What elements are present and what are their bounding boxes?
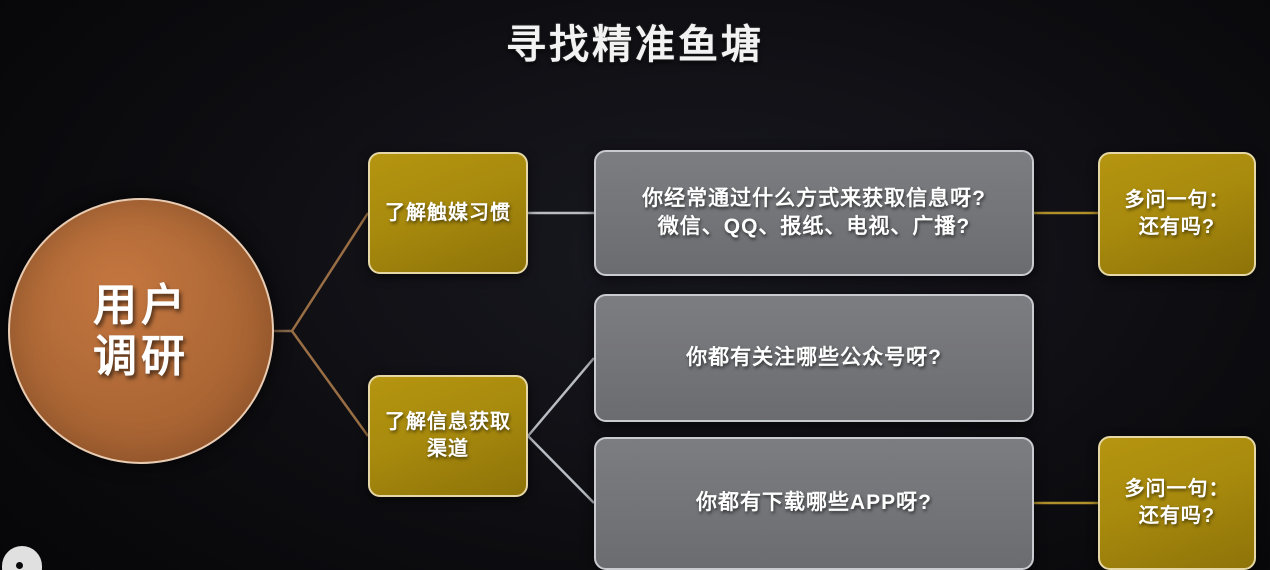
connector-circle-to-info-channel xyxy=(290,330,370,437)
question-node-apps-line1: 你都有下载哪些APP呀? xyxy=(695,491,932,515)
branch-node-media-habit[interactable]: 了解触媒习惯 xyxy=(368,152,528,274)
connector-info-channel-to-q2 xyxy=(527,357,595,437)
branch-node-media-habit-line1: 了解触媒习惯 xyxy=(385,201,511,224)
branch-node-info-channel[interactable]: 了解信息获取 渠道 xyxy=(368,375,528,497)
question-node-how-get-info-line2: 微信、QQ、报纸、电视、广播? xyxy=(657,215,971,238)
connector-circle-to-media-habit xyxy=(290,212,370,332)
followup-node-1[interactable]: 多问一句： 还有吗? xyxy=(1098,152,1256,276)
branch-node-info-channel-line1: 了解信息获取 xyxy=(385,411,511,433)
page-title: 寻找精准鱼塘 xyxy=(506,23,764,67)
question-node-apps[interactable]: 你都有下载哪些APP呀? xyxy=(594,437,1034,570)
question-node-how-get-info-line1: 你经常通过什么方式来获取信息呀? xyxy=(642,186,986,210)
center-node-line2: 调研 xyxy=(93,332,189,381)
question-node-how-get-info[interactable]: 你经常通过什么方式来获取信息呀? 微信、QQ、报纸、电视、广播? xyxy=(594,150,1034,276)
center-node-user-research[interactable]: 用户 调研 xyxy=(8,198,274,464)
followup-node-2-line1: 多问一句： xyxy=(1124,478,1230,500)
connector-info-channel-to-q3 xyxy=(527,435,595,504)
followup-node-1-line2: 还有吗? xyxy=(1138,216,1216,238)
followup-node-2[interactable]: 多问一句： 还有吗? xyxy=(1098,436,1256,570)
followup-node-1-line1: 多问一句： xyxy=(1124,189,1230,211)
followup-node-2-line2: 还有吗? xyxy=(1138,505,1216,527)
question-node-public-accounts-line1: 你都有关注哪些公众号呀? xyxy=(686,345,942,369)
branch-node-info-channel-line2: 渠道 xyxy=(427,438,469,460)
question-node-public-accounts[interactable]: 你都有关注哪些公众号呀? xyxy=(594,294,1034,422)
center-node-line1: 用户 xyxy=(93,280,189,330)
